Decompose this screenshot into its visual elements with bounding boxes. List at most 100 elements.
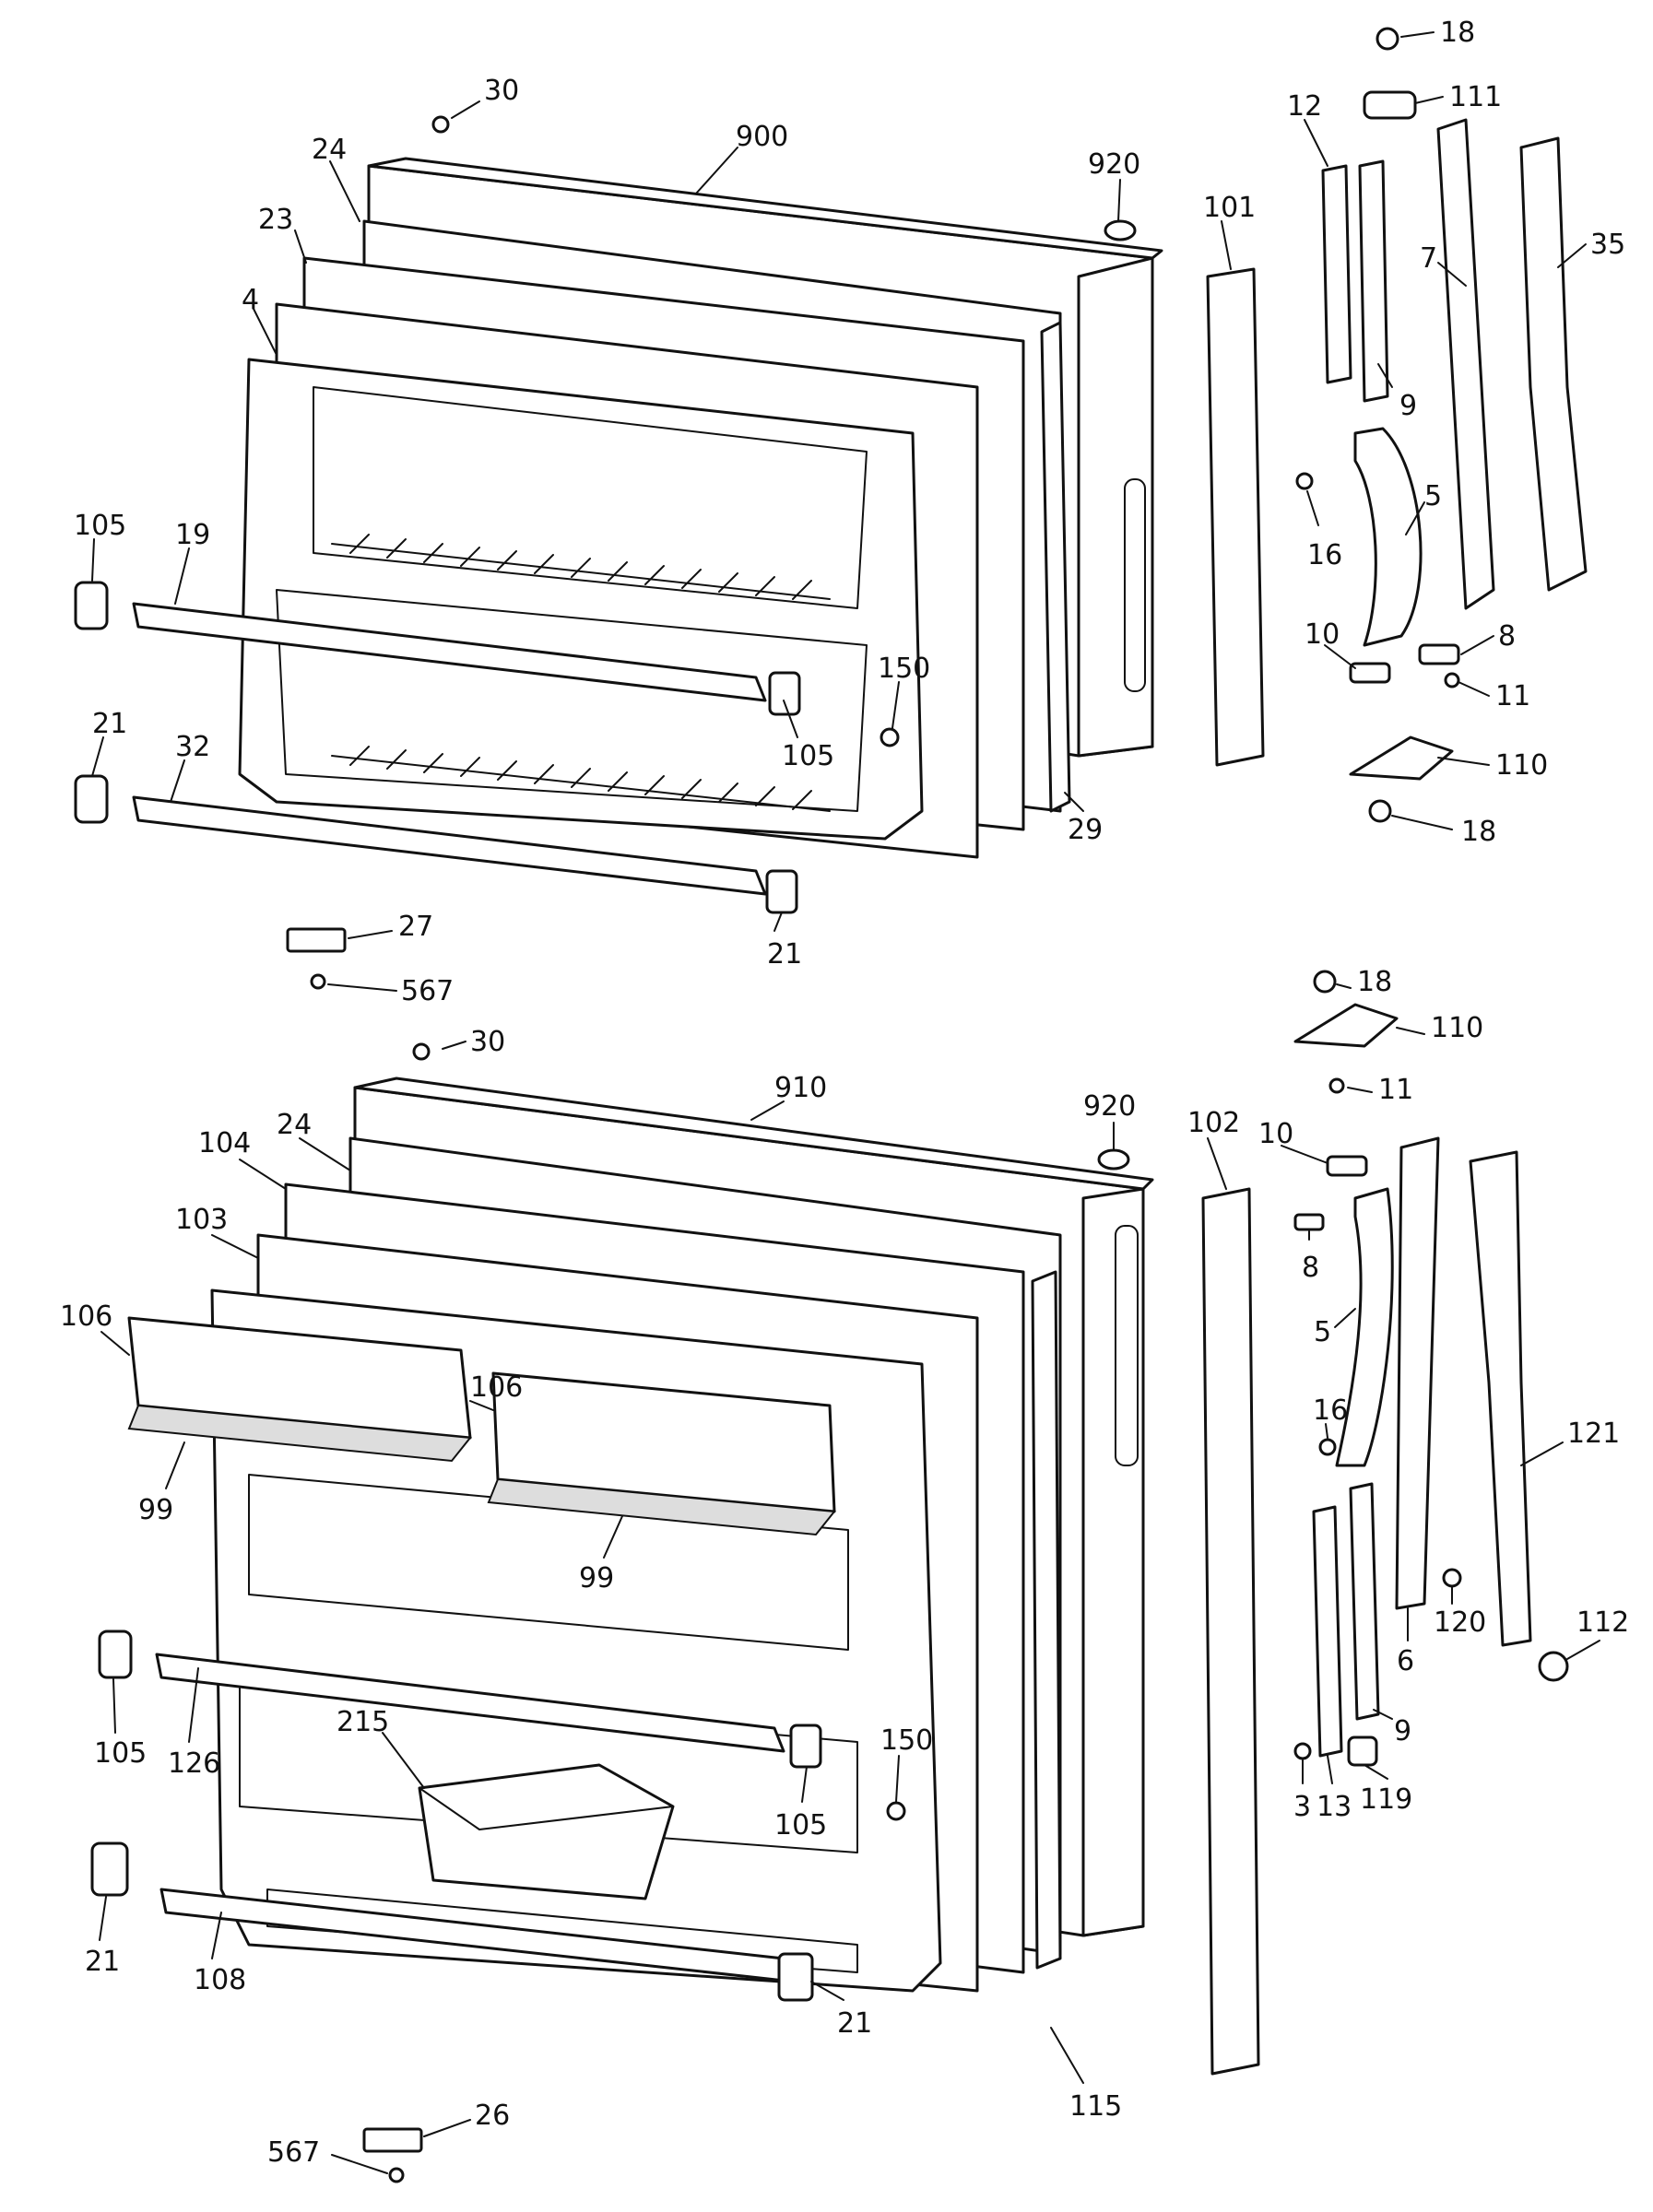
freezer-hinge-shim-27: [286, 927, 347, 953]
callout-fresh-14: 106: [470, 1371, 523, 1404]
freezer-plug-screw: [880, 727, 900, 747]
callout-freezer-18: 8: [1498, 620, 1516, 653]
freezer-handle-end-cap-111: [1363, 90, 1417, 120]
freezer-handle-mount-10: [1349, 662, 1391, 684]
freezer-handle-mount-8: [1418, 643, 1460, 665]
fresh-food-hinge-screw-567: [388, 2167, 405, 2183]
callout-fresh-16: 121: [1567, 1418, 1620, 1450]
fresh-food-plug-screw: [886, 1801, 906, 1821]
freezer-handle-trim-101: [1206, 267, 1265, 767]
callout-fresh-15: 16: [1313, 1394, 1348, 1427]
callout-freezer-4: 12: [1287, 90, 1322, 123]
callout-fresh-33: 21: [837, 2007, 872, 2040]
callout-fresh-29: 13: [1316, 1791, 1352, 1823]
callout-fresh-7: 24: [277, 1109, 312, 1141]
freezer-shelf-bar-lower: [132, 795, 798, 914]
fresh-food-handle-mount-8: [1293, 1213, 1325, 1231]
fresh-food-handle-screw-16: [1318, 1438, 1337, 1456]
fresh-food-handle-screw-18: [1313, 970, 1337, 994]
callout-freezer-24: 29: [1068, 814, 1103, 846]
fresh-food-shelf-end-cap-left-upper: [98, 1630, 133, 1679]
fresh-food-shelf-end-cap-left-lower: [90, 1841, 129, 1897]
freezer-breaker-strip: [1040, 321, 1071, 813]
callout-fresh-31: 21: [85, 1946, 120, 1978]
callout-freezer-29: 567: [401, 975, 454, 1007]
callout-freezer-25: 110: [1495, 749, 1548, 782]
freezer-door-assembly: [74, 27, 1588, 990]
callout-fresh-34: 115: [1069, 2090, 1122, 2123]
callout-fresh-20: 112: [1576, 1606, 1629, 1639]
callout-freezer-8: 35: [1590, 229, 1625, 261]
fresh-food-handle-cover: [1469, 1150, 1532, 1647]
callout-freezer-10: 23: [258, 204, 293, 236]
freezer-handle-screw-18-bottom: [1368, 799, 1392, 823]
callout-freezer-1: 30: [484, 75, 519, 107]
callout-fresh-35: 26: [475, 2100, 510, 2132]
fresh-food-handle-rail: [1395, 1136, 1440, 1610]
callout-fresh-18: 99: [579, 1562, 614, 1594]
callout-fresh-21: 6: [1397, 1645, 1414, 1677]
fresh-food-hinge-shim-26: [362, 2127, 423, 2153]
leader-lines: [91, 31, 1600, 2174]
callout-freezer-27: 27: [398, 911, 433, 943]
freezer-handle-end-cap-110: [1349, 735, 1454, 781]
callout-freezer-22: 105: [782, 740, 834, 772]
freezer-handle-strip-12: [1321, 164, 1352, 384]
callout-fresh-3: 11: [1378, 1074, 1413, 1106]
callout-freezer-16: 19: [175, 519, 210, 551]
callout-fresh-36: 567: [267, 2136, 320, 2169]
fresh-food-handle-screw-11: [1328, 1077, 1345, 1094]
callout-fresh-10: 103: [175, 1204, 228, 1236]
fresh-food-handle-pin-120: [1442, 1568, 1462, 1588]
fresh-food-handle-trim-102: [1201, 1187, 1260, 2076]
callout-freezer-9: 7: [1420, 242, 1437, 275]
freezer-shelf-end-cap-left-upper: [74, 581, 109, 630]
freezer-shelf-end-cap-left-lower: [74, 774, 109, 824]
callout-fresh-9: 104: [198, 1127, 251, 1159]
callout-fresh-22: 105: [94, 1737, 147, 1770]
fresh-food-handle-nut-3: [1293, 1742, 1312, 1760]
fresh-food-door-handle: [1335, 1187, 1394, 1467]
callout-fresh-17: 99: [138, 1494, 173, 1526]
callout-fresh-26: 9: [1394, 1715, 1411, 1747]
fresh-food-door-screw-30: [412, 1042, 431, 1061]
callout-freezer-14: 5: [1424, 480, 1442, 512]
callout-fresh-13: 5: [1314, 1316, 1331, 1348]
fresh-food-handle-mount-10: [1326, 1155, 1368, 1177]
callout-freezer-7: 101: [1203, 192, 1256, 224]
freezer-handle-bracket-9: [1358, 159, 1389, 403]
callout-freezer-17: 10: [1305, 618, 1340, 651]
fresh-food-handle-end-cap-110: [1293, 1003, 1399, 1048]
fresh-food-handle-bracket-9: [1349, 1482, 1380, 1721]
fresh-food-shelf-bar-lower: [159, 1888, 814, 2002]
callout-fresh-1: 110: [1431, 1012, 1483, 1044]
fresh-food-handle-clip-119: [1347, 1735, 1378, 1767]
callout-fresh-24: 126: [168, 1747, 220, 1780]
callout-fresh-0: 18: [1357, 966, 1392, 998]
callout-freezer-6: 24: [312, 134, 347, 166]
callout-fresh-27: 105: [774, 1809, 827, 1841]
callout-freezer-5: 920: [1088, 148, 1140, 181]
callout-freezer-2: 900: [736, 121, 788, 153]
dairy-compartment-right: [487, 1371, 836, 1536]
dairy-compartment-left: [127, 1316, 472, 1463]
fresh-food-handle-end-plug-112: [1538, 1651, 1569, 1682]
callout-fresh-11: 8: [1302, 1252, 1319, 1284]
fresh-food-shelf-bar-upper: [155, 1653, 822, 1769]
callout-freezer-13: 16: [1307, 539, 1342, 571]
callout-fresh-12: 106: [60, 1300, 112, 1333]
freezer-handle-rail: [1436, 118, 1495, 610]
callout-fresh-32: 108: [194, 1964, 246, 1996]
callout-fresh-28: 3: [1293, 1791, 1311, 1823]
callout-fresh-5: 920: [1083, 1090, 1136, 1123]
freezer-door-handle: [1353, 427, 1423, 647]
callout-freezer-3: 111: [1449, 81, 1502, 113]
callout-freezer-23: 32: [175, 731, 210, 763]
fresh-food-breaker-strip: [1031, 1270, 1062, 1970]
callout-freezer-19: 11: [1495, 680, 1530, 712]
callout-freezer-12: 4: [242, 284, 259, 316]
callout-freezer-15: 105: [74, 510, 126, 542]
fresh-food-callouts: 18 110 30 11 910 920 102 24 10 104 103 8…: [60, 966, 1629, 2169]
freezer-callouts: 18 30 900 111 12 920 24 101 35 7 23 9 4 …: [74, 17, 1625, 1007]
fresh-food-handle-strip-13: [1312, 1505, 1343, 1758]
